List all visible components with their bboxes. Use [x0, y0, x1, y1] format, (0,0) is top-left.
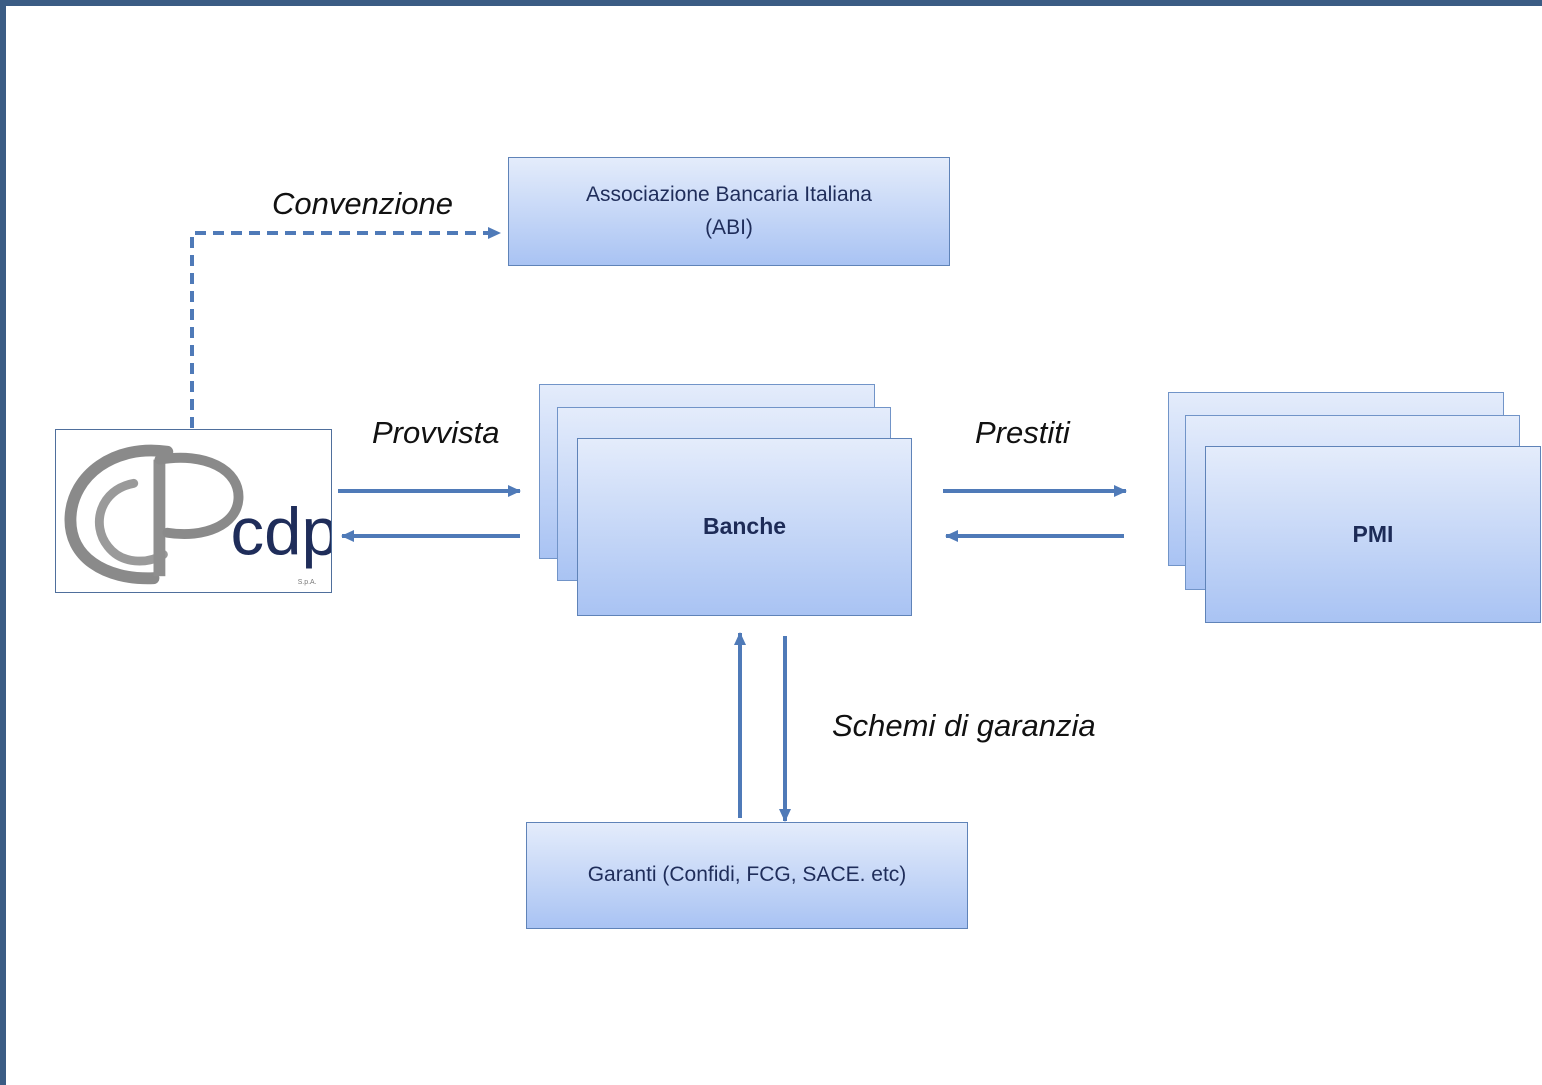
label-prestiti: Prestiti	[975, 415, 1070, 450]
pmi-box: PMI	[1205, 446, 1541, 623]
garanti-box: Garanti (Confidi, FCG, SACE. etc)	[526, 822, 968, 929]
arrow-convenzione	[190, 227, 501, 428]
garanti-label: Garanti (Confidi, FCG, SACE. etc)	[587, 863, 907, 887]
label-provvista: Provvista	[372, 415, 500, 450]
pmi-label: PMI	[1352, 520, 1394, 547]
abi-line2: (ABI)	[705, 215, 753, 239]
cdp-logo-small: S.p.A.	[298, 579, 317, 586]
banche-box: Banche	[577, 438, 912, 616]
label-convenzione: Convenzione	[272, 186, 453, 221]
label-schemi-di-garanzia: Schemi di garanzia	[832, 708, 1096, 743]
banche-label: Banche	[702, 513, 787, 540]
abi-box: Associazione Bancaria Italiana (ABI)	[508, 157, 950, 266]
cdp-logo-text: cdp	[231, 494, 331, 569]
cdp-logo-mark: cdp S.p.A.	[64, 444, 331, 586]
cdp-logo: cdp S.p.A.	[55, 429, 332, 593]
abi-line1: Associazione Bancaria Italiana	[585, 182, 872, 206]
